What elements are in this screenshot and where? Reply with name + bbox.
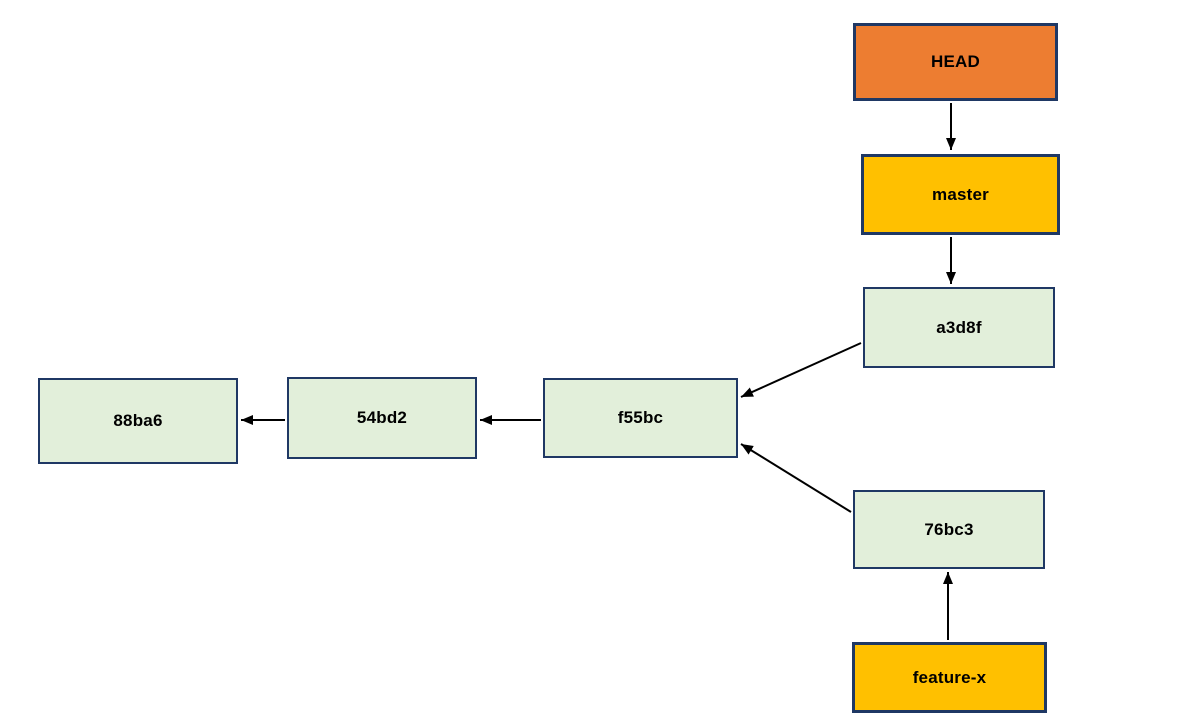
commit-label: 54bd2 [356,408,408,427]
commit-box-54bd2: 54bd2 [287,377,477,459]
commit-box-f55bc: f55bc [543,378,738,458]
feature-x-branch-box: feature-x [852,642,1047,713]
commit-box-a3d8f: a3d8f [863,287,1055,368]
commit-label: 76bc3 [924,519,974,539]
commit-label: 88ba6 [113,411,163,430]
head-pointer-box: HEAD [853,23,1058,101]
commit-box-88ba6: 88ba6 [38,378,238,464]
commit-label: f55bc [617,408,664,427]
arrow-a3d8f-to-f55bc [740,342,862,398]
master-label: master [932,184,989,204]
head-label: HEAD [931,52,980,71]
commit-label: a3d8f [936,317,982,337]
master-branch-box: master [861,154,1060,235]
arrow-76bc3-to-f55bc [740,443,852,513]
commit-box-76bc3: 76bc3 [853,490,1045,569]
feature-x-label: feature-x [912,667,987,687]
